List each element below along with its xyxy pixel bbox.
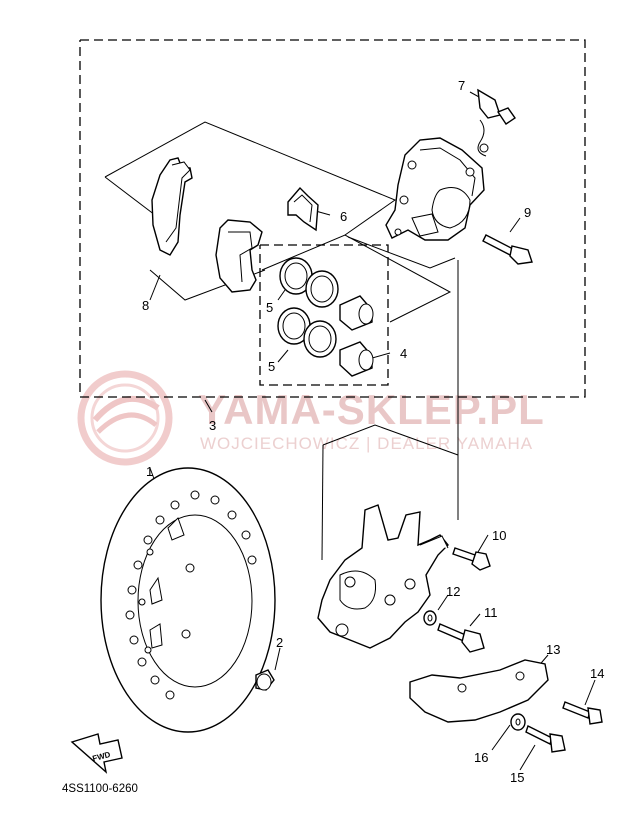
piston-kit-boundary [259, 244, 389, 386]
callout-12: 12 [446, 584, 460, 599]
disc-bolt [255, 669, 275, 691]
bleed-screw [477, 88, 516, 157]
callout-8: 8 [142, 298, 149, 313]
pad-support-clip [287, 186, 319, 232]
watermark: YAMA-SKLEP.PL WOJCIECHOWICZ | DEALER YAM… [77, 370, 545, 466]
caliper-assembly-boundary [79, 39, 586, 398]
washer-16 [510, 713, 526, 731]
bracket-bolt-lower [437, 623, 485, 653]
callout-13: 13 [546, 642, 560, 657]
callout-6: 6 [340, 209, 347, 224]
piston-seal-kit [277, 257, 339, 358]
watermark-logo [77, 370, 173, 466]
leader-lines [104, 91, 596, 771]
fork-leg-bracket [317, 504, 449, 649]
callout-16: 16 [474, 750, 488, 765]
brake-disc [100, 467, 276, 733]
diagram-code: 4SS1100-6260 [62, 783, 138, 795]
brake-pad-set [151, 157, 263, 293]
callout-labels: 1 2 3 4 5 5 6 7 8 9 10 11 12 13 14 15 16 [142, 78, 604, 785]
disc-guard [409, 659, 549, 723]
callout-5a: 5 [266, 300, 273, 315]
callout-3: 3 [209, 418, 216, 433]
callout-14: 14 [590, 666, 604, 681]
callout-9: 9 [524, 205, 531, 220]
guard-bolt-15 [525, 725, 566, 753]
guard-bolt-14 [562, 701, 603, 725]
callout-4: 4 [400, 346, 407, 361]
callout-15: 15 [510, 770, 524, 785]
washer-12 [423, 610, 437, 626]
bracket-bolt-upper [452, 547, 491, 571]
callout-1: 1 [146, 464, 153, 479]
callout-5b: 5 [268, 359, 275, 374]
watermark-title: YAMA-SKLEP.PL [198, 386, 545, 433]
caliper-pin-bolt [482, 234, 533, 265]
callout-11: 11 [484, 605, 498, 620]
forward-direction-arrow: FWD [70, 733, 123, 774]
callout-7: 7 [458, 78, 465, 93]
caliper-pistons [339, 295, 374, 377]
callout-10: 10 [492, 528, 506, 543]
callout-2: 2 [276, 635, 283, 650]
brake-caliper-body [385, 137, 485, 241]
watermark-subtitle: WOJCIECHOWICZ | DEALER YAMAHA [200, 434, 533, 453]
